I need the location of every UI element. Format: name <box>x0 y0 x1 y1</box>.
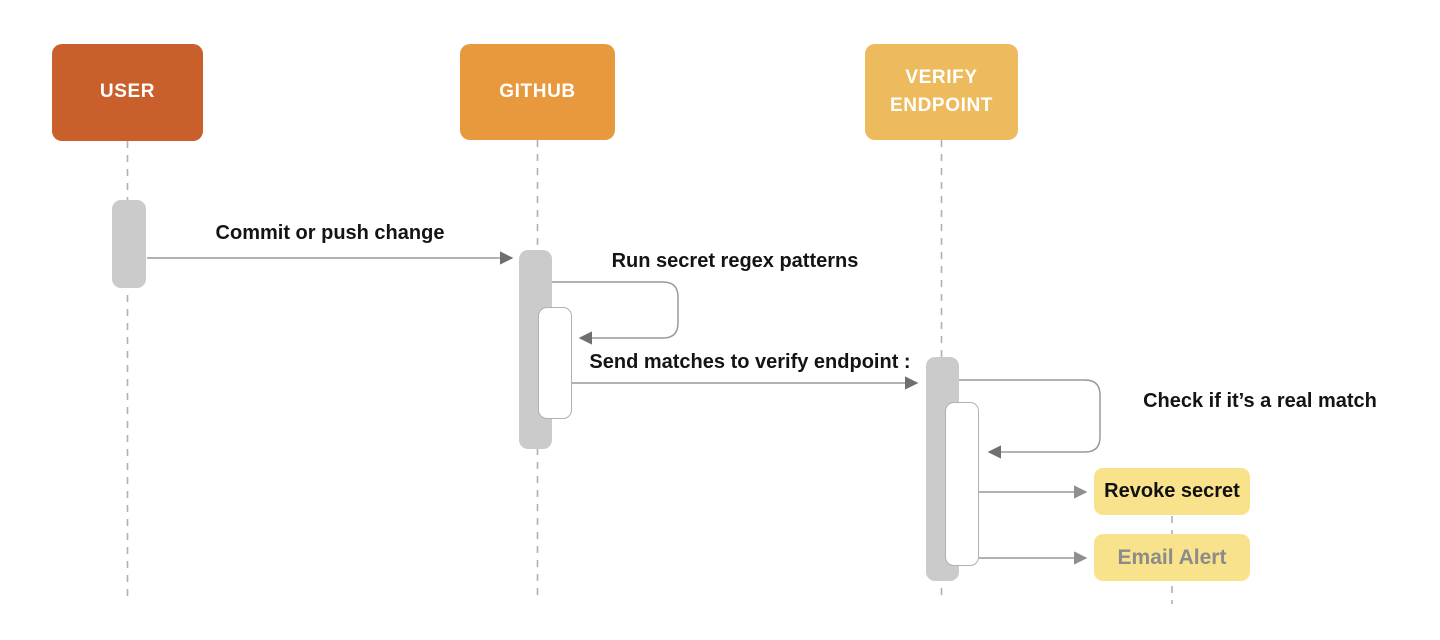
activation-bar-user <box>112 200 146 288</box>
actor-label-github: GITHUB <box>499 80 576 102</box>
message-label-run-regex: Run secret regex patterns <box>611 250 859 272</box>
activation-bar-verify-endpoint-nested <box>945 402 979 566</box>
target-box-revoke-secret: Revoke secret <box>1094 468 1250 515</box>
actor-label-verify-endpoint: VERIFY ENDPOINT <box>890 66 993 117</box>
activation-bar-github-nested <box>538 307 572 419</box>
actor-box-verify-endpoint: VERIFY ENDPOINT <box>865 44 1018 140</box>
target-box-email-alert: Email Alert <box>1094 534 1250 581</box>
message-label-check-match: Check if it’s a real match <box>1143 390 1377 412</box>
actor-box-github: GITHUB <box>460 44 615 140</box>
actor-label-user: USER <box>99 81 156 103</box>
actor-box-user: USER <box>52 44 203 141</box>
target-label-email-alert: Email Alert <box>1117 545 1227 569</box>
target-label-revoke-secret: Revoke secret <box>1104 480 1240 502</box>
arrow-self-loop-check-match <box>959 379 1101 459</box>
message-label-send-matches: Send matches to verify endpoint : <box>589 351 911 373</box>
message-label-commit-or-push: Commit or push change <box>215 222 445 244</box>
